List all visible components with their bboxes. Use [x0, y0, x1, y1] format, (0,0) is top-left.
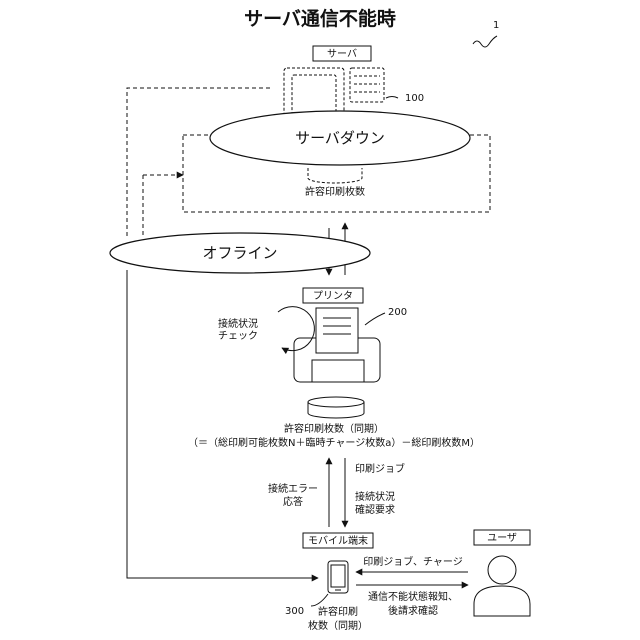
- server-database-icon: [308, 168, 362, 183]
- printer-ref-leader: [365, 313, 385, 325]
- figure-ref: 1: [493, 20, 499, 31]
- server-ref: 100: [405, 93, 424, 104]
- printer-ref: 200: [388, 307, 407, 318]
- mobile-to-user-line2: 後請求確認: [388, 604, 438, 617]
- offline-label: オフライン: [202, 244, 277, 262]
- printer-label: プリンタ: [313, 290, 353, 302]
- user-to-mobile-label: 印刷ジョブ、チャージ: [363, 555, 462, 568]
- printer-check-line2: チェック: [218, 330, 258, 342]
- server-offline-dashed-link: [127, 88, 270, 238]
- printer-allowed-line2: （＝（総印刷可能枚数N＋臨時チャージ枚数a）－総印刷枚数M）: [188, 436, 480, 449]
- mobile-phone-icon: [328, 561, 348, 593]
- server-ref-leader: [386, 97, 398, 99]
- printer-mobile-down-line3: 確認要求: [355, 503, 395, 516]
- server-allowed-prints: 許容印刷枚数: [305, 185, 365, 198]
- server-label: サーバ: [327, 48, 357, 60]
- printer-database-icon: [308, 397, 364, 418]
- mobile-allowed-line2: 枚数（同期）: [308, 619, 368, 632]
- server-down-label: サーバダウン: [295, 129, 385, 147]
- user-label: ユーザ: [487, 532, 517, 544]
- printer-mobile-down-line2: 接続状況: [355, 490, 395, 503]
- user-icon: [474, 556, 530, 616]
- mobile-ref: 300: [285, 606, 304, 617]
- mobile-printer-up-line2: 応答: [283, 495, 303, 508]
- diagram-title: サーバ通信不能時: [244, 7, 396, 30]
- mobile-ref-leader: [311, 594, 328, 606]
- mobile-printer-up-line1: 接続エラー: [268, 482, 318, 495]
- printer-mobile-down-line1: 印刷ジョブ: [355, 462, 405, 475]
- printer-check-line1: 接続状況: [218, 317, 258, 330]
- mobile-to-user-line1: 通信不能状態報知、: [368, 590, 458, 603]
- figure-ref-squiggle: [473, 36, 497, 47]
- printer-allowed-line1: 許容印刷枚数（同期）: [284, 422, 384, 435]
- mobile-allowed-line1: 許容印刷: [318, 605, 358, 618]
- mobile-label: モバイル端末: [308, 534, 368, 547]
